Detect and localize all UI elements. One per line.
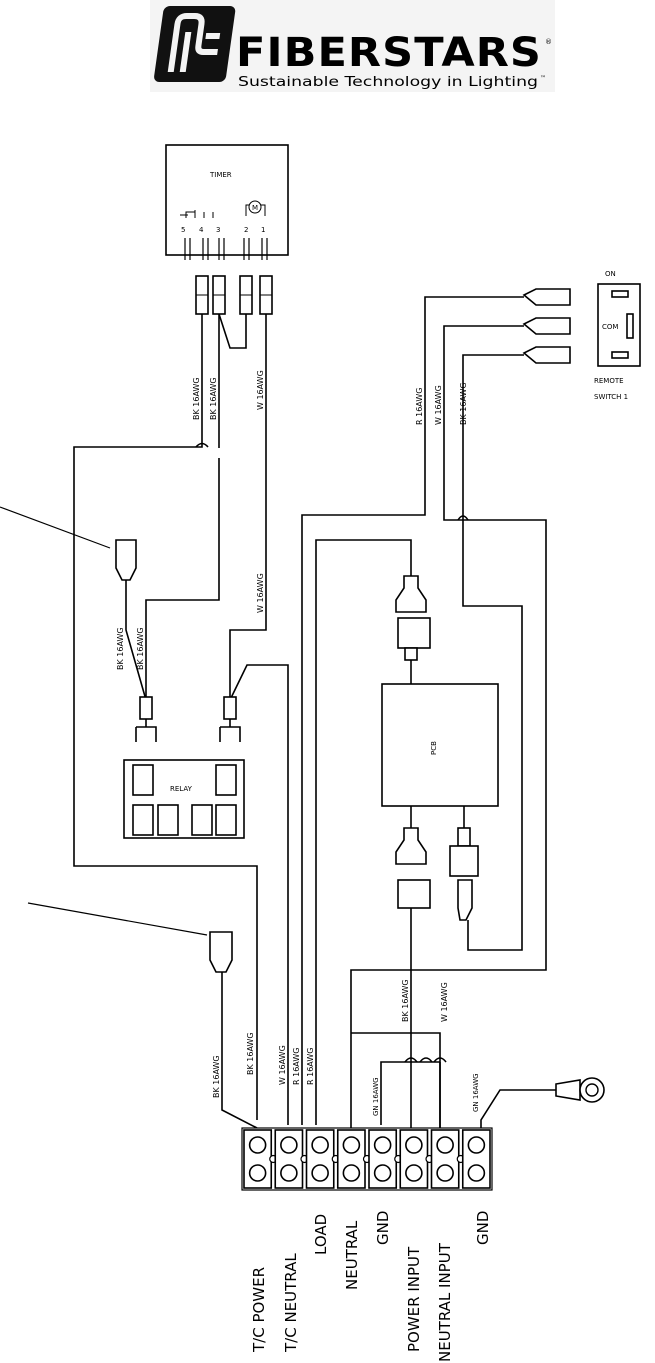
switch-on-label: ON — [605, 270, 616, 278]
terminal-screw — [467, 1164, 486, 1182]
wire-label-w-sw: W 16AWG — [434, 385, 443, 425]
timer-pin-5: 5 — [181, 226, 185, 234]
pcb: PCB — [381, 683, 499, 807]
terminal-screw — [373, 1164, 392, 1182]
terminal-label-tc-neutral: T/C NEUTRAL — [282, 1253, 300, 1353]
remote-switch: ON COM REMOTE SWITCH 1 — [522, 270, 641, 401]
svg-text:M: M — [252, 204, 258, 212]
wire-crossings — [195, 442, 469, 1063]
pcb-label: PCB — [430, 741, 438, 755]
timer-motor-icon — [248, 200, 262, 214]
switch-label-2: SWITCH 1 — [594, 393, 628, 401]
terminal-screw — [342, 1164, 361, 1182]
terminal-screw — [280, 1164, 298, 1182]
terminal-label-load: LOAD — [312, 1214, 330, 1255]
terminal-labels: T/C POWER T/C NEUTRAL LOAD NEUTRAL GND P… — [250, 1211, 492, 1362]
wire-label-w-tcn: W 16AWG — [278, 1045, 287, 1085]
timer-pin-4: 4 — [199, 226, 204, 234]
terminal-label-tc-power: T/C POWER — [250, 1267, 268, 1353]
wire-label-bk-b: BK 16AWG — [136, 627, 145, 670]
wire-label-bk1: BK 16AWG — [192, 377, 201, 420]
switch-com-label: COM — [602, 323, 618, 331]
wire-label-bk-pin: BK 16AWG — [401, 979, 410, 1022]
relay-label: RELAY — [170, 785, 193, 793]
timer: TIMER M 5 4 3 2 1 — [165, 144, 289, 315]
terminal-screw — [373, 1136, 392, 1154]
logo-mark — [154, 6, 236, 82]
wire-label-r-load1: R 16AWG — [292, 1048, 301, 1085]
terminal-screw — [248, 1136, 267, 1154]
terminal-screw — [436, 1164, 454, 1182]
terminal-screw — [467, 1136, 486, 1154]
wire-labels: BK 16AWG BK 16AWG W 16AWG R 16AWG W 16AW… — [116, 370, 480, 1116]
terminal-label-gnd-1: GND — [374, 1211, 392, 1245]
wire-label-w2: W 16AWG — [256, 573, 265, 613]
logo-registered: ® — [545, 38, 552, 46]
wire-label-w1: W 16AWG — [256, 370, 265, 410]
timer-pin-1: 1 — [261, 226, 265, 234]
wire-label-bk-tc2: BK 16AWG — [246, 1032, 255, 1075]
switch-label-1: REMOTE — [594, 377, 624, 385]
fiberstars-logo: FIBERSTARS ® Sustainable Technology in L… — [150, 0, 555, 92]
terminal-block — [241, 1127, 493, 1191]
connectors — [115, 539, 605, 1103]
terminal-screw — [248, 1164, 267, 1182]
wire-label-bk-a: BK 16AWG — [116, 627, 125, 670]
relay: RELAY — [123, 759, 245, 839]
logo-tm: ™ — [540, 75, 546, 82]
wire-label-bk2: BK 16AWG — [209, 377, 218, 420]
terminal-screw — [280, 1136, 298, 1154]
terminal-screw — [311, 1164, 329, 1182]
wire-label-bk-sw: BK 16AWG — [459, 382, 468, 425]
wire-label-w-nin: W 16AWG — [440, 982, 449, 1022]
wire-label-bk-tc1: BK 16AWG — [212, 1055, 221, 1098]
terminal-screw — [405, 1136, 423, 1154]
wire-label-gn2: GN 16AWG — [472, 1073, 480, 1112]
terminal-screw — [311, 1136, 329, 1154]
logo-tagline: Sustainable Technology in Lighting — [238, 75, 538, 90]
terminal-label-power-input: POWER INPUT — [405, 1246, 423, 1352]
terminal-label-neutral-input: NEUTRAL INPUT — [436, 1242, 454, 1362]
terminal-label-neutral: NEUTRAL — [343, 1220, 361, 1290]
wires — [0, 296, 556, 1129]
wire-label-r-load2: R 16AWG — [306, 1048, 315, 1085]
timer-pin-3: 3 — [216, 226, 220, 234]
terminal-screw — [405, 1164, 423, 1182]
wire-label-gn: GN 16AWG — [372, 1077, 380, 1116]
logo-brand: FIBERSTARS — [236, 30, 542, 76]
timer-pin-2: 2 — [244, 226, 248, 234]
wire-label-r-sw: R 16AWG — [415, 388, 424, 425]
terminal-label-gnd-2: GND — [474, 1211, 492, 1245]
terminal-screw — [436, 1136, 454, 1154]
timer-title: TIMER — [209, 171, 232, 179]
terminal-screw — [342, 1136, 361, 1154]
